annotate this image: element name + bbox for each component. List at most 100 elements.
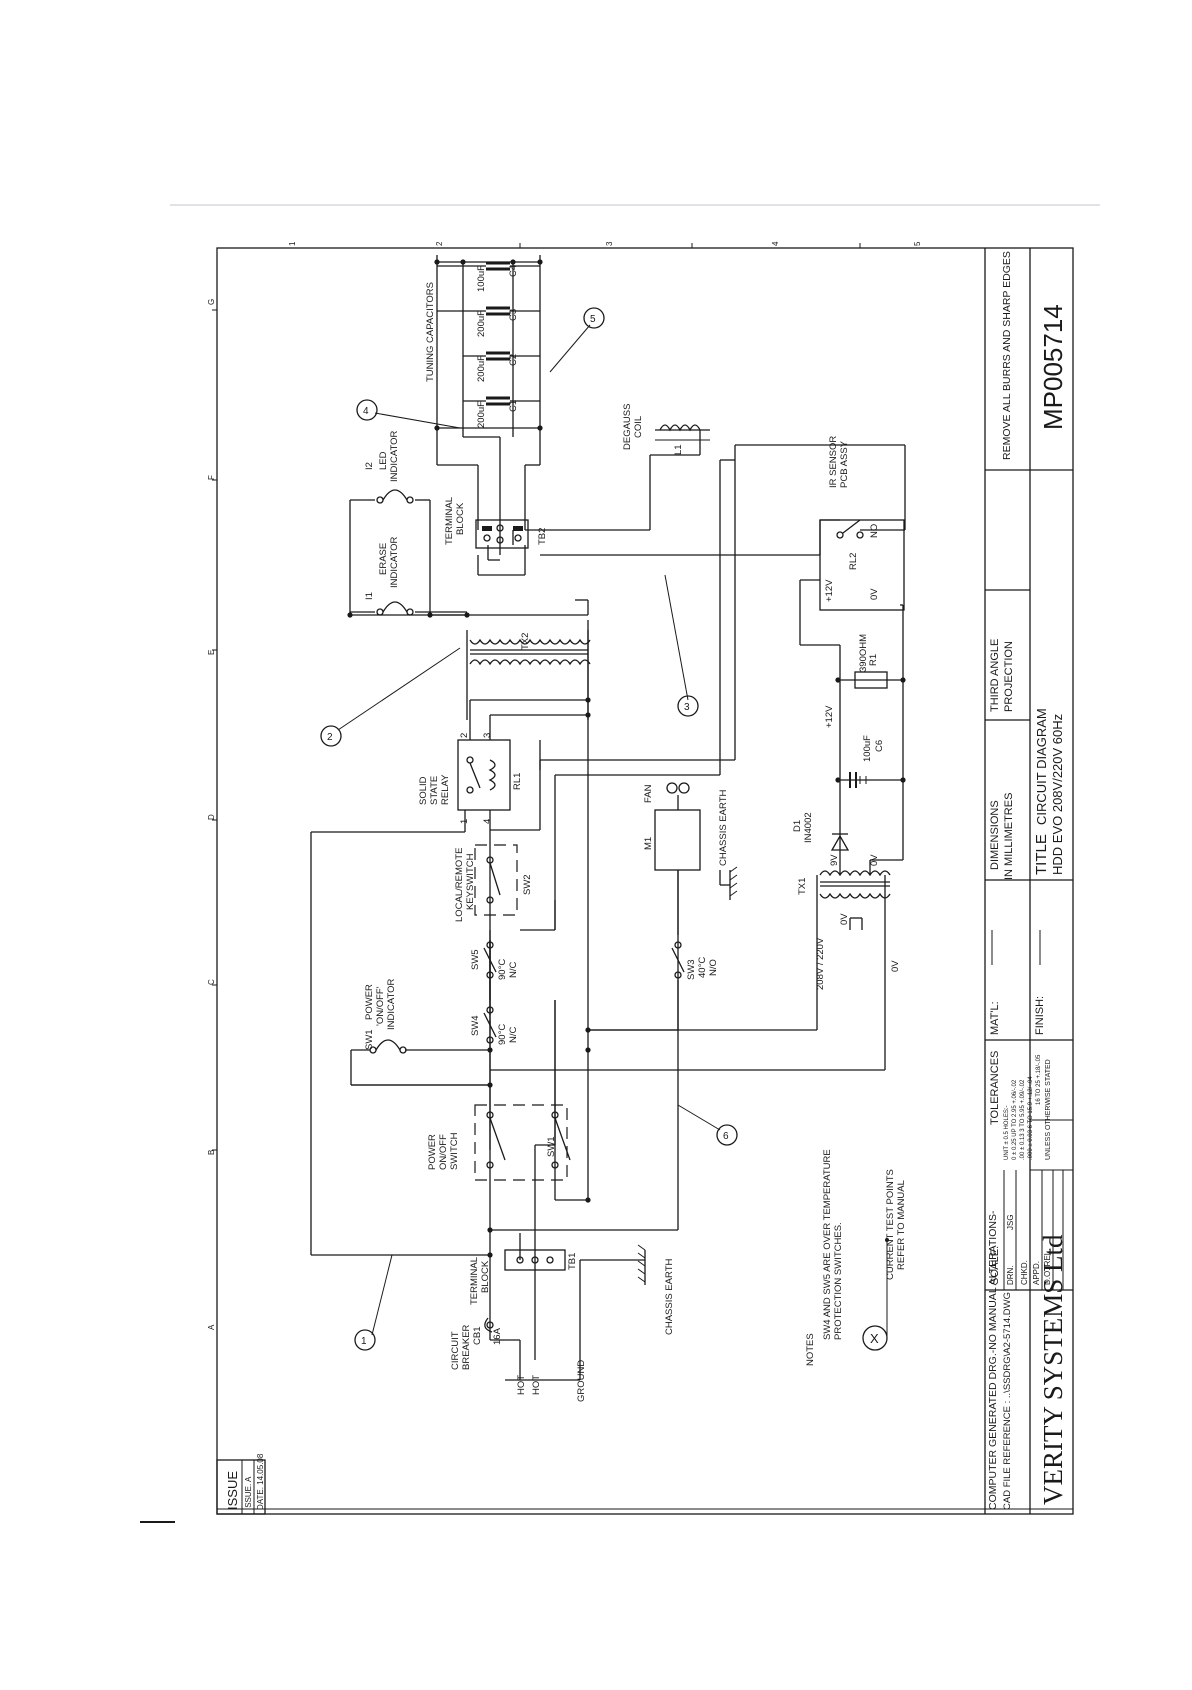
label-erase: ERASE <box>378 543 389 575</box>
tolerance-line-1: UNIT ± 0.5 HOLES:- <box>1004 1105 1010 1160</box>
capacitor-c6 <box>849 772 867 788</box>
grid-reference: 1 2 3 4 5 A B C D E F G <box>207 241 922 1330</box>
label-rl1: RL1 <box>512 773 523 790</box>
terminal-block-tb2 <box>475 519 529 549</box>
label-no: NO <box>869 524 880 538</box>
label-notes-line1: SW4 AND SW5 ARE OVER TEMPERATURE <box>822 1149 833 1340</box>
grid-letter-c: C <box>207 979 216 985</box>
label-tx1-0v-sec: 0V <box>869 854 880 866</box>
label-cb1: CB1 <box>472 1327 483 1345</box>
finish-label: FINISH: <box>1034 996 1046 1035</box>
resistor-r1 <box>854 671 888 689</box>
third-angle-label: THIRD ANGLE <box>989 639 1001 712</box>
issue-a: ISSUE. A <box>244 1476 253 1510</box>
cad-file-reference: CAD FILE REFERENCE : ..\SSDRG\A2-5714.DW… <box>1002 1292 1013 1510</box>
issue-date: DATE. 14.05.08 <box>256 1453 265 1510</box>
label-terminal-tb2: TERMINAL <box>444 497 455 545</box>
label-sw4-temp: 90°C <box>497 1024 508 1045</box>
label-sw3-temp: 40°C <box>697 957 708 978</box>
label-led: LED <box>378 451 389 470</box>
thermal-switch-sw5 <box>483 941 497 979</box>
label-ground: GROUND <box>576 1360 587 1402</box>
current-test-point-marker: X <box>862 1238 889 1351</box>
tolerance-line-6: UNLESS OTHERWISE STATED <box>1045 1059 1052 1160</box>
label-ir-0v: 0V <box>869 588 880 600</box>
projection-label: PROJECTION <box>1003 641 1015 712</box>
label-sw3-no: N/O <box>708 959 719 976</box>
label-power: POWER <box>364 984 375 1020</box>
thermal-switch-sw4 <box>483 1006 497 1044</box>
grid-number-5: 5 <box>913 241 922 246</box>
label-sw2: SW2 <box>522 874 533 895</box>
chkd-label: CHKD. <box>1020 1260 1029 1285</box>
label-breaker: BREAKER <box>461 1324 472 1370</box>
label-208-220v: 208V / 220V <box>815 937 826 990</box>
label-sw1: SW1 <box>546 1136 557 1157</box>
label-solid: SOLID <box>418 776 429 805</box>
callout-6: 6 <box>723 1131 729 1142</box>
label-c3: C3 <box>508 309 519 321</box>
label-ir-12v: +12V <box>824 579 835 602</box>
label-l1: L1 <box>673 444 684 455</box>
grid-number-1: 1 <box>288 241 297 246</box>
label-relay-pin3: 3 <box>482 733 493 738</box>
label-notes: NOTES <box>805 1333 816 1366</box>
label-fan-chassis-earth: CHASSIS EARTH <box>718 789 729 866</box>
material-label: MAT'L: <box>989 1001 1001 1035</box>
do-rel-label: D.O. REL. <box>1043 1249 1052 1285</box>
thermal-switch-sw3 <box>671 941 685 979</box>
grid-letter-a: A <box>207 1324 216 1330</box>
solid-state-relay-rl1 <box>457 739 511 811</box>
chassis-earth-symbol <box>637 1244 646 1285</box>
label-sw5: SW5 <box>470 949 481 970</box>
label-m1: M1 <box>643 837 654 850</box>
label-16a: 16A <box>492 1327 503 1345</box>
label-c2-val: 200uF <box>476 355 487 382</box>
label-led-indicator: INDICATOR <box>389 430 400 482</box>
label-state: STATE <box>429 776 440 805</box>
wiring <box>310 255 906 1381</box>
transformer-tx2 <box>469 638 591 666</box>
label-erase-indicator: INDICATOR <box>389 536 400 588</box>
transformer-tx1 <box>819 870 891 899</box>
label-hot-2: HOT <box>531 1375 542 1395</box>
outer-border <box>216 247 1074 1515</box>
power-switch-sw1 <box>486 1111 571 1169</box>
capacitor-c3 <box>486 306 510 316</box>
grid-letter-g: G <box>207 299 216 305</box>
drn-label: DRN. <box>1006 1265 1015 1285</box>
in-millimetres-label: IN MILLIMETRES <box>1003 793 1015 880</box>
label-coil: COIL <box>633 416 644 438</box>
drn-value: JSG <box>1006 1214 1015 1230</box>
label-tb2: TB2 <box>537 528 548 545</box>
label-power-indicator: INDICATOR <box>386 978 397 1030</box>
circuit-breaker-cb1 <box>484 1317 494 1333</box>
label-i1: I1 <box>364 592 375 600</box>
label-c4: C4 <box>508 265 519 277</box>
label-sw5-temp: 90°C <box>497 959 508 980</box>
label-sw4: SW4 <box>470 1015 481 1036</box>
label-local-remote: LOCAL/REMOTE <box>454 848 465 922</box>
label-switch: SWITCH <box>449 1132 460 1170</box>
label-i2: I2 <box>364 462 375 470</box>
label-tx1-9v: 9V <box>829 854 840 866</box>
power-switch-sw1-housing <box>474 1104 568 1181</box>
label-c4-val: 100uF <box>476 265 487 292</box>
label-block-tb2: BLOCK <box>455 502 466 535</box>
label-refer-manual: REFER TO MANUAL <box>896 1180 907 1270</box>
label-r1: R1 <box>868 654 879 666</box>
callout-3: 3 <box>684 702 690 713</box>
label-keyswitch: KEYSWITCH <box>465 853 476 910</box>
label-sw4-nc: N/C <box>508 1027 519 1044</box>
label-tx2: TX2 <box>520 633 531 650</box>
grid-number-4: 4 <box>771 241 780 246</box>
label-c1-val: 200uF <box>476 401 487 428</box>
test-point-x: X <box>870 1331 879 1346</box>
keyswitch-sw2-housing <box>474 844 518 916</box>
fan-chassis-earth-symbol <box>729 866 738 900</box>
label-d1: D1 <box>792 820 803 832</box>
label-block-tb1: BLOCK <box>480 1260 491 1293</box>
scale-label: SCALE: <box>989 1246 1001 1285</box>
